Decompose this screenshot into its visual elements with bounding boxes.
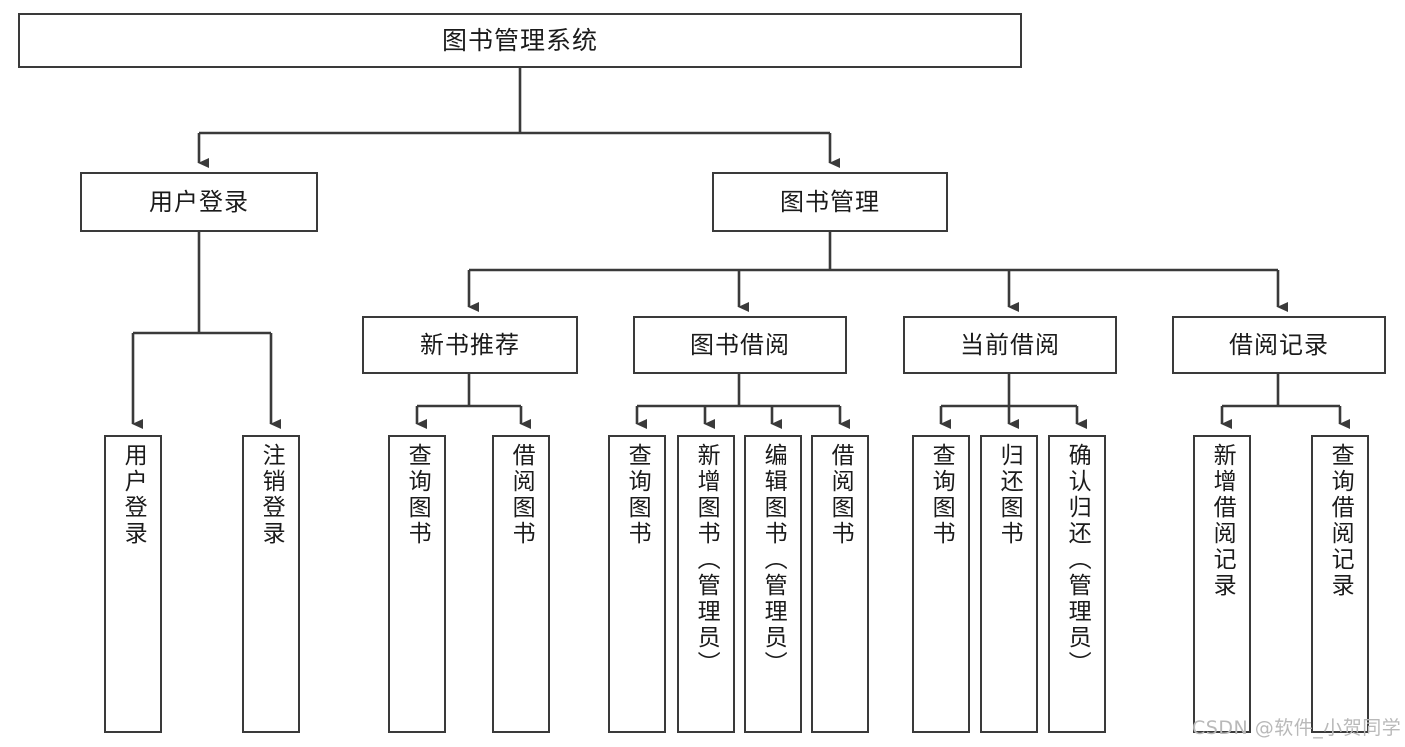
node-label: 归还图书 xyxy=(996,443,1023,547)
node-current-borrow[interactable]: 当前借阅 xyxy=(903,316,1117,374)
node-label: 借阅图书 xyxy=(827,443,854,547)
csdn-watermark: CSDN @软件_小贺同学 xyxy=(1192,717,1402,739)
node-label: 确认归还（管理员） xyxy=(1064,443,1091,677)
leaf-borrow-book-recommend[interactable]: 借阅图书 xyxy=(492,435,550,733)
node-book-borrow[interactable]: 图书借阅 xyxy=(633,316,847,374)
node-label: 查询借阅记录 xyxy=(1327,443,1354,599)
leaf-add-book-admin[interactable]: 新增图书（管理员） xyxy=(677,435,735,733)
leaf-query-book-current[interactable]: 查询图书 xyxy=(912,435,970,733)
node-label: 编辑图书（管理员） xyxy=(760,443,787,677)
leaf-query-book-borrow[interactable]: 查询图书 xyxy=(608,435,666,733)
node-new-book-recommend[interactable]: 新书推荐 xyxy=(362,316,578,374)
node-label: 借阅图书 xyxy=(508,443,535,547)
node-label: 用户登录 xyxy=(120,443,147,547)
node-root-book-management-system[interactable]: 图书管理系统 xyxy=(18,13,1022,68)
node-label: 查询图书 xyxy=(404,443,431,547)
node-label: 新增借阅记录 xyxy=(1209,443,1236,599)
node-label: 图书管理系统 xyxy=(441,25,598,55)
node-user-login[interactable]: 用户登录 xyxy=(80,172,318,232)
node-borrow-records[interactable]: 借阅记录 xyxy=(1172,316,1386,374)
node-label: 查询图书 xyxy=(928,443,955,547)
leaf-return-book[interactable]: 归还图书 xyxy=(980,435,1038,733)
node-label: 用户登录 xyxy=(149,187,249,216)
node-book-management[interactable]: 图书管理 xyxy=(712,172,948,232)
leaf-borrow-book[interactable]: 借阅图书 xyxy=(811,435,869,733)
leaf-confirm-return-admin[interactable]: 确认归还（管理员） xyxy=(1048,435,1106,733)
node-label: 当前借阅 xyxy=(960,330,1060,359)
leaf-query-book-recommend[interactable]: 查询图书 xyxy=(388,435,446,733)
node-label: 图书借阅 xyxy=(690,330,790,359)
node-label: 借阅记录 xyxy=(1229,330,1329,359)
leaf-user-login[interactable]: 用户登录 xyxy=(104,435,162,733)
leaf-logout[interactable]: 注销登录 xyxy=(242,435,300,733)
leaf-query-borrow-record[interactable]: 查询借阅记录 xyxy=(1311,435,1369,733)
node-label: 图书管理 xyxy=(780,187,880,216)
leaf-edit-book-admin[interactable]: 编辑图书（管理员） xyxy=(744,435,802,733)
leaf-add-borrow-record[interactable]: 新增借阅记录 xyxy=(1193,435,1251,733)
node-label: 注销登录 xyxy=(258,443,285,547)
node-label: 新增图书（管理员） xyxy=(693,443,720,677)
node-label: 新书推荐 xyxy=(420,330,520,359)
node-label: 查询图书 xyxy=(624,443,651,547)
